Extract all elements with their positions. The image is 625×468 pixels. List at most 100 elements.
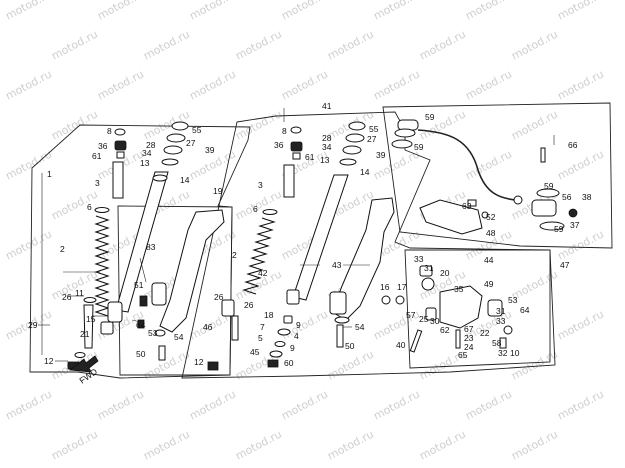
small-bolt bbox=[139, 295, 148, 307]
sealing-washer bbox=[539, 221, 565, 231]
piston-ring bbox=[83, 297, 97, 303]
watermark-text: motod.ru bbox=[187, 0, 238, 23]
callout-37: 37 bbox=[570, 220, 580, 230]
banjo-bolt bbox=[568, 208, 578, 218]
watermark-text: motod.ru bbox=[233, 427, 284, 462]
sealing-washer bbox=[394, 128, 416, 138]
callout-66: 66 bbox=[568, 140, 578, 150]
cap-bolt bbox=[290, 141, 303, 152]
clip bbox=[467, 199, 477, 207]
callout-39: 39 bbox=[205, 145, 215, 155]
watermark-text: motod.ru bbox=[463, 0, 514, 23]
grommet bbox=[481, 211, 489, 219]
damper-rod bbox=[83, 304, 94, 349]
watermark-text: motod.ru bbox=[141, 427, 192, 462]
watermark-text: motod.ru bbox=[141, 27, 192, 62]
watermark-text: motod.ru bbox=[95, 387, 146, 422]
callout-21: 21 bbox=[80, 329, 90, 339]
watermark-text: motod.ru bbox=[3, 0, 54, 23]
spacer-collar bbox=[116, 151, 125, 159]
socket-bolt bbox=[158, 345, 166, 361]
callout-6: 6 bbox=[253, 204, 258, 214]
callout-32: 32 bbox=[498, 348, 508, 358]
callout-67: 67 bbox=[464, 324, 474, 334]
spring-spacer-tube bbox=[283, 164, 295, 198]
callout-9: 9 bbox=[290, 343, 295, 353]
guide-bushing bbox=[286, 289, 300, 305]
three-way-joint bbox=[531, 199, 557, 217]
callout-42: 42 bbox=[258, 268, 268, 278]
left-outer-slider bbox=[159, 209, 225, 333]
watermark-text: motod.ru bbox=[509, 427, 560, 462]
callout-8: 8 bbox=[282, 126, 287, 136]
callout-47: 47 bbox=[560, 260, 570, 270]
axle-clamp bbox=[329, 291, 347, 315]
callout-4: 4 bbox=[294, 331, 299, 341]
callout-19: 19 bbox=[213, 186, 223, 196]
callout-12: 12 bbox=[44, 356, 54, 366]
callout-13: 13 bbox=[140, 158, 150, 168]
dust-seal bbox=[348, 121, 366, 131]
callout-27: 27 bbox=[367, 134, 377, 144]
callout-18: 18 bbox=[264, 310, 274, 320]
watermark-text: motod.ru bbox=[325, 27, 376, 62]
sealing-washer bbox=[536, 188, 560, 198]
callout-61: 61 bbox=[92, 151, 102, 161]
brake-hose bbox=[417, 129, 516, 201]
watermark-text: motod.ru bbox=[233, 27, 284, 62]
callout-43: 43 bbox=[332, 260, 342, 270]
brake-pad bbox=[425, 307, 437, 321]
callout-30: 30 bbox=[430, 316, 440, 326]
callout-48: 48 bbox=[486, 228, 496, 238]
callout-26: 26 bbox=[62, 292, 72, 302]
callout-24: 24 bbox=[464, 342, 474, 352]
callout-59: 59 bbox=[544, 181, 554, 191]
watermark-text: motod.ru bbox=[509, 107, 560, 142]
callout-49: 49 bbox=[484, 279, 494, 289]
callout-2: 2 bbox=[232, 250, 237, 260]
caliper-frame bbox=[404, 249, 551, 369]
callout-14: 14 bbox=[180, 175, 190, 185]
watermark-text: motod.ru bbox=[233, 187, 284, 222]
bottom-bolt bbox=[207, 361, 219, 371]
callout-10: 10 bbox=[510, 348, 520, 358]
callout-54: 54 bbox=[174, 332, 184, 342]
watermark-text: motod.ru bbox=[325, 427, 376, 462]
callout-16: 16 bbox=[380, 282, 390, 292]
seal bbox=[381, 295, 391, 305]
oil-seal bbox=[342, 145, 362, 155]
callout-44: 44 bbox=[484, 255, 494, 265]
callout-13: 13 bbox=[320, 155, 330, 165]
callout-3: 3 bbox=[258, 180, 263, 190]
callout-2: 2 bbox=[60, 244, 65, 254]
callout-35: 35 bbox=[454, 284, 464, 294]
callout-22: 22 bbox=[480, 328, 490, 338]
watermark-text: motod.ru bbox=[509, 27, 560, 62]
stopper-ring bbox=[166, 133, 186, 143]
spring-seat bbox=[94, 207, 110, 213]
watermark-text: motod.ru bbox=[371, 0, 422, 23]
watermark-text: motod.ru bbox=[233, 107, 284, 142]
stopper-ring bbox=[345, 133, 365, 143]
watermark-text: motod.ru bbox=[187, 67, 238, 102]
callout-9: 9 bbox=[296, 320, 301, 330]
piston-ring bbox=[274, 341, 286, 347]
pad-pin bbox=[455, 329, 461, 349]
pad-retainer bbox=[409, 329, 423, 353]
inner-fork-tube bbox=[292, 174, 349, 301]
pin-plug bbox=[499, 337, 507, 349]
callout-65: 65 bbox=[458, 350, 468, 360]
callout-58: 58 bbox=[492, 338, 502, 348]
left-fork-parts bbox=[67, 121, 225, 370]
watermark-text: motod.ru bbox=[555, 147, 606, 182]
callout-57: 57 bbox=[406, 310, 416, 320]
watermark-text: motod.ru bbox=[3, 227, 54, 262]
axle-clamp bbox=[151, 282, 167, 306]
callout-31: 31 bbox=[496, 306, 506, 316]
pad-spring bbox=[487, 299, 503, 317]
right-fork-frame bbox=[181, 111, 556, 379]
watermark-text: motod.ru bbox=[417, 427, 468, 462]
right-outer-slider bbox=[331, 197, 395, 321]
callout-25: 25 bbox=[419, 314, 429, 324]
